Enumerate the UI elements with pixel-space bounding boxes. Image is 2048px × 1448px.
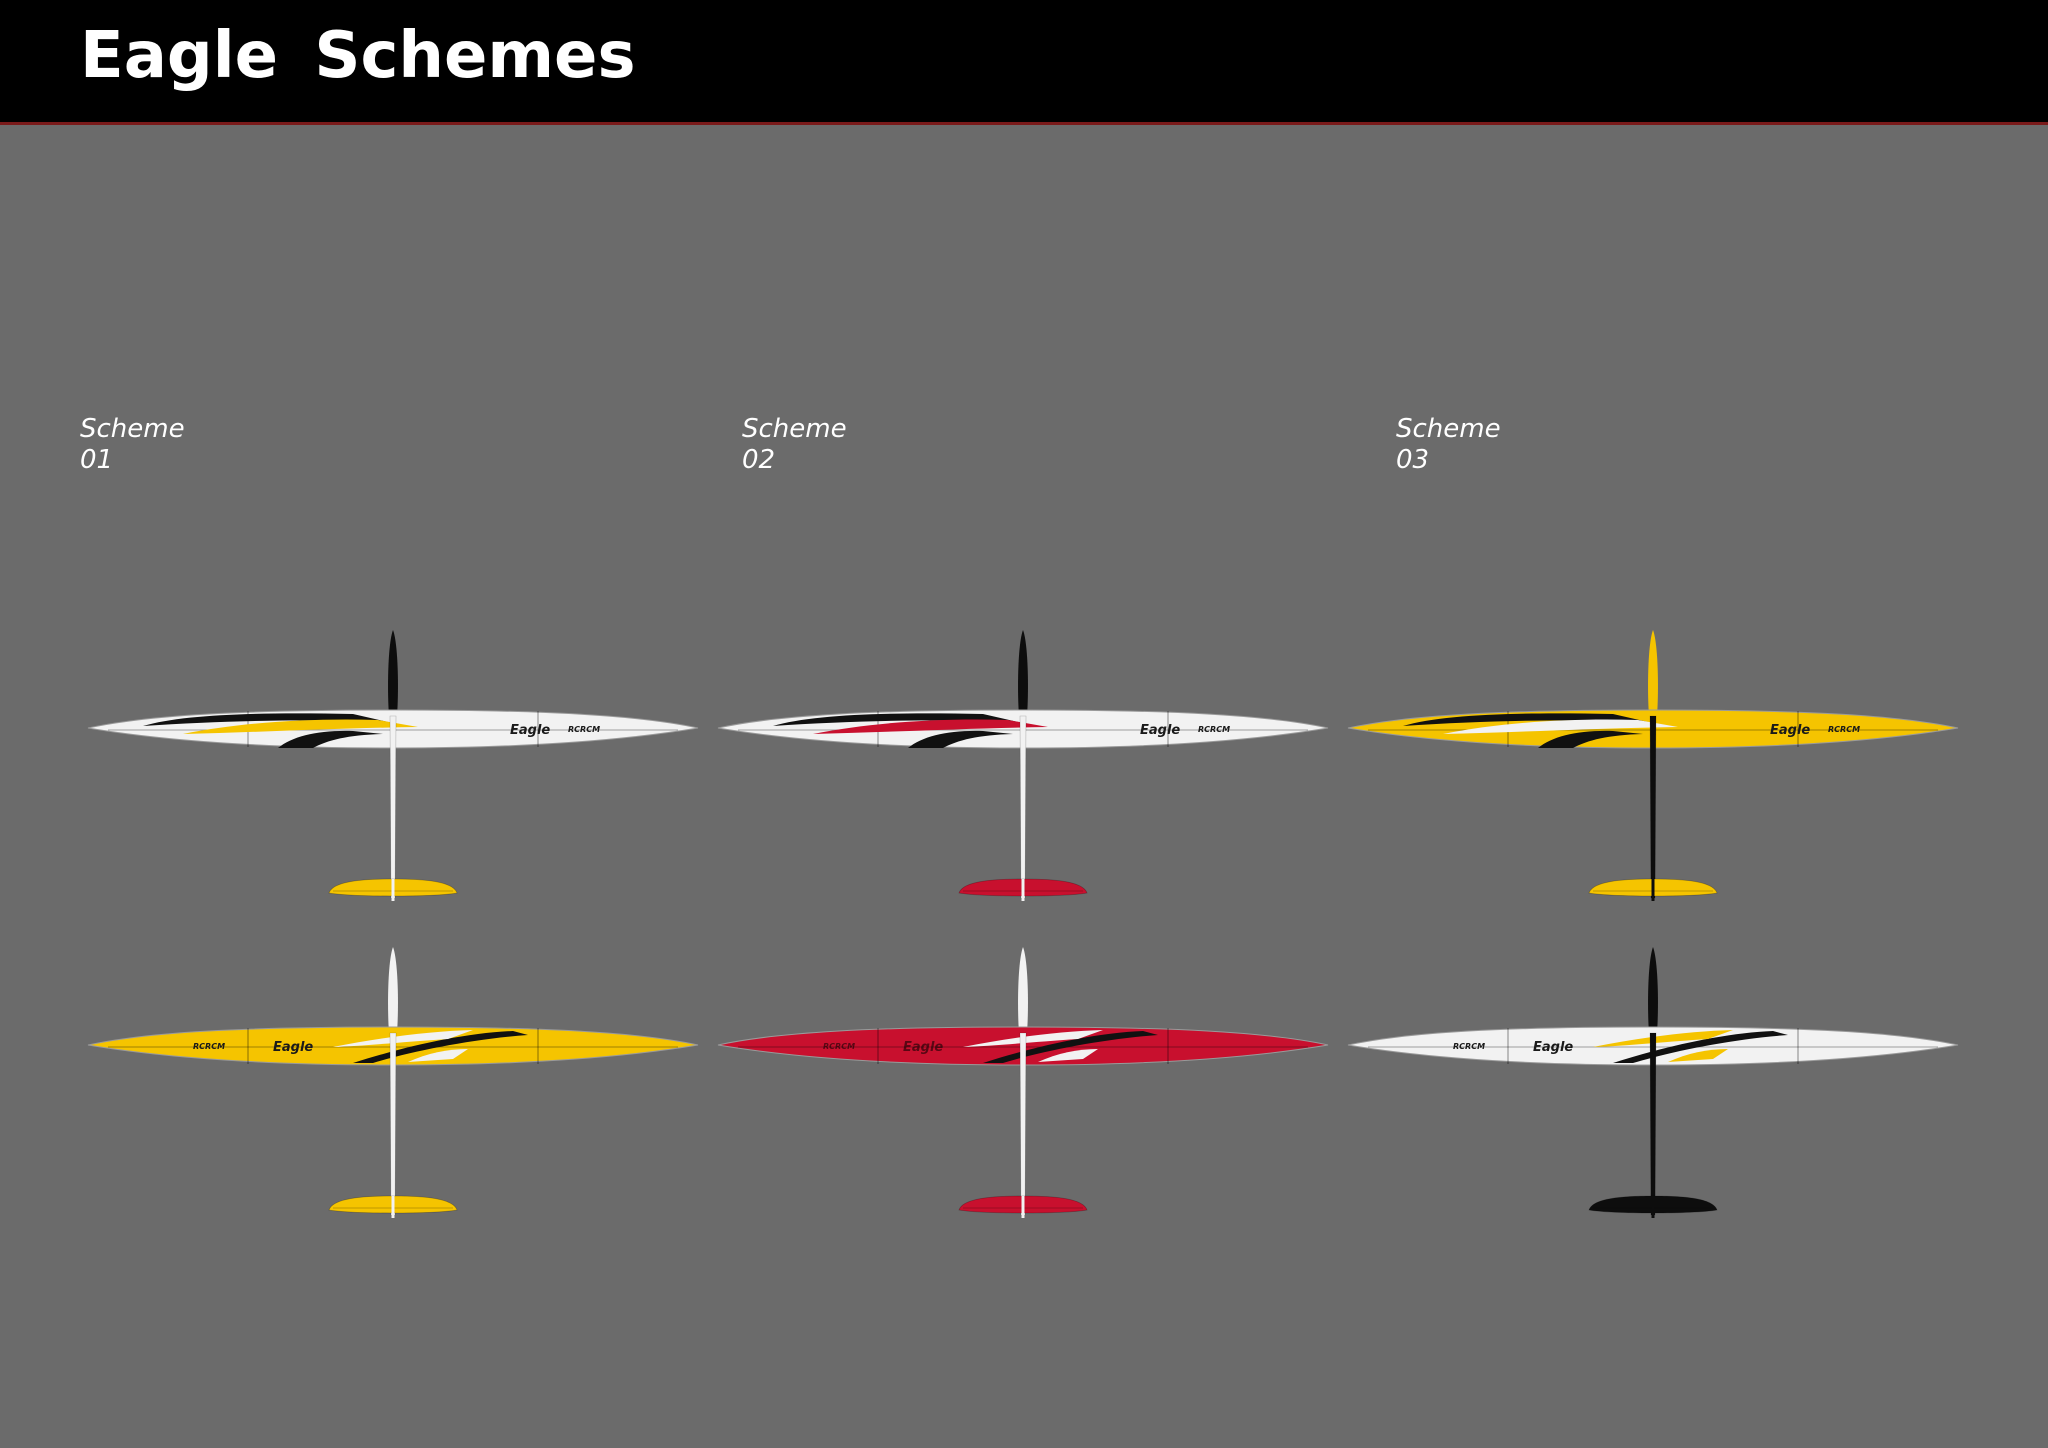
glider-bottom-view: Eagle RCRCM (717, 947, 1329, 1218)
scheme-number: 02 (742, 445, 776, 475)
glider-fuselage (389, 715, 397, 899)
glider-top-view: Eagle RCRCM (1347, 630, 1959, 901)
wing-swoosh (143, 713, 388, 726)
wing-maker-logo: RCRCM (193, 1042, 225, 1051)
wing-model-name: Eagle (1770, 723, 1810, 738)
glider-fin (1018, 630, 1028, 716)
glider-fuselage (1649, 1032, 1657, 1216)
scheme-number: 01 (80, 445, 114, 475)
wing-swoosh (773, 713, 1018, 726)
glider-fuselage (1019, 715, 1027, 899)
wing-swoosh (963, 1030, 1103, 1047)
wing-swoosh (1668, 1049, 1728, 1062)
wing-swoosh (1403, 713, 1648, 726)
wing-swoosh (278, 730, 383, 748)
page-title: Eagle Schemes (80, 19, 636, 93)
wing-swoosh (353, 1031, 528, 1063)
scheme-word: Scheme (1396, 414, 1501, 444)
scheme-word: Scheme (80, 414, 185, 444)
wing-maker-logo: RCRCM (1828, 725, 1860, 734)
glider-fin (1018, 947, 1028, 1033)
wing-swoosh (1538, 730, 1643, 748)
glider-fin (388, 947, 398, 1033)
wing-model-name: Eagle (903, 1040, 943, 1055)
glider-fuselage (1019, 1032, 1027, 1216)
wing-model-name: Eagle (1140, 723, 1180, 738)
wing-maker-logo: RCRCM (823, 1042, 855, 1051)
scheme-label-02: Scheme 02 (742, 414, 847, 476)
glider-top-view: Eagle RCRCM (717, 630, 1329, 901)
wing-swoosh (813, 719, 1048, 734)
glider-top-view: Eagle RCRCM (87, 630, 699, 901)
wing-swoosh (1613, 1031, 1788, 1063)
glider-fin (388, 630, 398, 716)
glider-bottom-view: Eagle RCRCM (1347, 947, 1959, 1218)
scheme-word: Scheme (742, 414, 847, 444)
header-bar: Eagle Schemes (0, 0, 2048, 125)
glider-fuselage (1649, 715, 1657, 899)
glider-fin (1648, 630, 1658, 716)
wing-swoosh (1593, 1030, 1733, 1047)
wing-swoosh (408, 1049, 468, 1062)
wing-model-name: Eagle (1533, 1040, 1573, 1055)
glider-fin (1648, 947, 1658, 1033)
wing-swoosh (908, 730, 1013, 748)
scheme-label-01: Scheme 01 (80, 414, 185, 476)
wing-swoosh (983, 1031, 1158, 1063)
wing-maker-logo: RCRCM (568, 725, 600, 734)
glider-bottom-view: Eagle RCRCM (87, 947, 699, 1218)
wing-swoosh (333, 1030, 473, 1047)
scheme-label-03: Scheme 03 (1396, 414, 1501, 476)
wing-model-name: Eagle (510, 723, 550, 738)
wing-model-name: Eagle (273, 1040, 313, 1055)
glider-fuselage (389, 1032, 397, 1216)
wing-maker-logo: RCRCM (1198, 725, 1230, 734)
wing-swoosh (1443, 719, 1678, 734)
wing-maker-logo: RCRCM (1453, 1042, 1485, 1051)
wing-swoosh (183, 719, 418, 734)
scheme-number: 03 (1396, 445, 1430, 475)
wing-swoosh (1038, 1049, 1098, 1062)
